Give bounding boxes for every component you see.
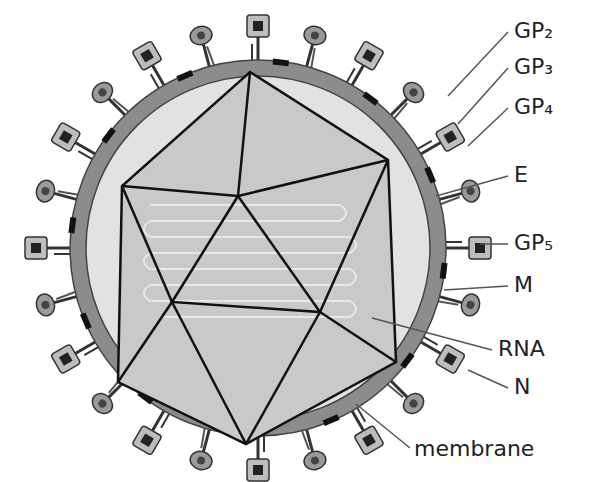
- part-label: GP₄: [512, 94, 555, 120]
- part-label: GP₃: [512, 54, 555, 80]
- part-label: M: [512, 272, 535, 298]
- capsid: [118, 72, 396, 444]
- leader-lines: [356, 32, 508, 448]
- part-label: N: [512, 374, 532, 400]
- part-label: RNA: [496, 336, 547, 362]
- spikes: [25, 15, 491, 481]
- part-label: GP₅: [512, 230, 555, 256]
- part-label: membrane: [412, 436, 536, 462]
- part-label: E: [512, 162, 530, 188]
- part-label: GP₂: [512, 18, 555, 44]
